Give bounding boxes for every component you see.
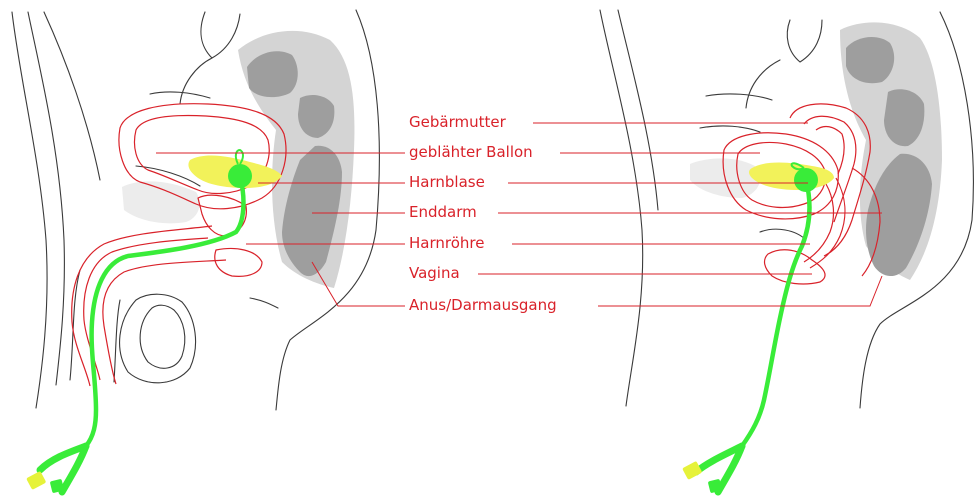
female-vertebra-1: [846, 37, 894, 83]
label-vagina: Vagina: [409, 264, 460, 282]
male-urethra-outer-2: [103, 260, 226, 384]
label-harnroehre: Harnröhre: [409, 234, 484, 252]
male-bulb: [215, 249, 262, 277]
label-gebaermutter: Gebärmutter: [409, 113, 506, 131]
male-organ-outlines: [72, 104, 286, 386]
male-pelvis-figure: [12, 10, 379, 493]
label-geblaehter-ballon: geblähter Ballon: [409, 143, 533, 161]
female-uterus-fold: [816, 127, 844, 174]
label-harnblase: Harnblase: [409, 173, 485, 191]
label-anus-darmausgang: Anus/Darmausgang: [409, 296, 557, 314]
female-vagina-outer: [810, 178, 845, 268]
female-pelvis-figure: [600, 10, 973, 493]
label-enddarm: Enddarm: [409, 203, 477, 221]
male-pubic-bone: [122, 181, 200, 223]
